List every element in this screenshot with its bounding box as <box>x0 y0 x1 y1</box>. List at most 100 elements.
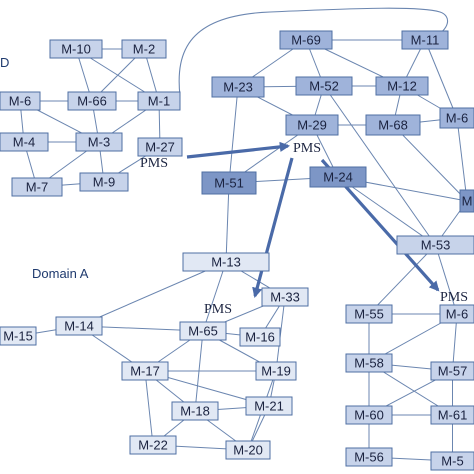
pms-label-left: PMS <box>140 156 168 171</box>
node-box <box>75 132 123 152</box>
node-label: M-27 <box>145 140 175 155</box>
node-box <box>121 39 167 59</box>
node-label: M-51 <box>214 176 244 191</box>
node-m-edge: M <box>459 189 474 213</box>
node-box <box>137 137 183 157</box>
edge-M-11-M-6x <box>424 39 458 119</box>
edge-M-53-M-55 <box>368 244 436 315</box>
node-label: M-12 <box>387 79 417 94</box>
node-m-14: M-14 <box>55 316 103 336</box>
edge-M-13-M-14 <box>78 261 227 327</box>
node-m-9: M-9 <box>79 172 129 192</box>
node-m-6b: M-6 <box>439 304 474 324</box>
node-box <box>0 91 41 111</box>
node-m-5x: M-5 <box>430 451 474 471</box>
node-label: M-15 <box>3 329 33 344</box>
node-m-33: M-33 <box>261 287 309 307</box>
node-label: M-6 <box>446 111 468 126</box>
node-box <box>79 172 129 192</box>
node-m-21: M-21 <box>245 396 293 416</box>
node-label: M-20 <box>233 443 263 458</box>
pms-label-center: PMS <box>293 141 321 156</box>
node-box <box>375 76 429 96</box>
node-box <box>55 316 103 336</box>
node-m-20: M-20 <box>225 440 271 460</box>
node-m-61: M-61 <box>430 405 474 425</box>
node-box <box>129 435 177 455</box>
node-box <box>345 304 393 324</box>
edge-M-13-M-65 <box>202 261 227 332</box>
node-m-6: M-6 <box>0 91 41 111</box>
node-m-66: M-66 <box>67 91 117 111</box>
node-box <box>182 252 270 272</box>
node-m-18: M-18 <box>171 401 219 421</box>
node-label: M <box>462 194 473 209</box>
node-box <box>245 396 293 416</box>
node-m-7: M-7 <box>11 177 63 197</box>
edge-M-6x-M-edge <box>456 117 468 202</box>
node-box <box>345 405 393 425</box>
node-box <box>11 177 63 197</box>
node-label: M-58 <box>354 356 384 371</box>
node-box <box>439 304 474 324</box>
edge-M-17-M-22 <box>144 370 154 446</box>
node-label: M-14 <box>64 319 94 334</box>
node-box <box>225 440 271 460</box>
node-m-57: M-57 <box>430 361 474 381</box>
node-m-60: M-60 <box>345 405 393 425</box>
node-box <box>285 114 339 136</box>
pms-label-right: PMS <box>440 290 468 305</box>
node-m-68: M-68 <box>365 114 421 136</box>
edge-M-23-M-51 <box>228 86 239 184</box>
node-box <box>137 91 181 111</box>
node-m-11: M-11 <box>401 30 449 50</box>
node-m-2: M-2 <box>121 39 167 59</box>
node-label: M-24 <box>323 170 353 185</box>
edge-M-51-M-13 <box>225 182 230 263</box>
node-label: M-68 <box>378 118 408 133</box>
node-label: M-23 <box>223 80 253 95</box>
node-m-12: M-12 <box>375 76 429 96</box>
node-label: M-19 <box>261 364 291 379</box>
node-label: M-29 <box>297 118 327 133</box>
node-box <box>430 361 474 381</box>
edge-M-24-M-53 <box>337 176 436 246</box>
node-m-3: M-3 <box>75 132 123 152</box>
node-label: M-3 <box>88 135 110 150</box>
node-label: M-6 <box>446 307 468 322</box>
node-label: M-10 <box>61 42 91 57</box>
node-label: M-4 <box>13 135 35 150</box>
node-box <box>365 114 421 136</box>
node-m-55: M-55 <box>345 304 393 324</box>
node-m-58: M-58 <box>345 353 393 373</box>
node-box <box>396 235 474 255</box>
node-box <box>401 30 449 50</box>
node-m-23: M-23 <box>211 76 265 98</box>
node-m-1: M-1 <box>137 91 181 111</box>
node-box <box>211 76 265 98</box>
node-box <box>345 353 393 373</box>
node-label: M-52 <box>309 79 339 94</box>
domain-d-label: D <box>0 55 9 70</box>
pms-label-domain-a: PMS <box>204 302 232 317</box>
node-box <box>239 327 281 347</box>
node-m-16: M-16 <box>239 327 281 347</box>
edge-M-53-M-6b <box>435 244 458 315</box>
node-label: M-66 <box>77 94 107 109</box>
node-m-53: M-53 <box>396 235 474 255</box>
node-box <box>439 107 474 129</box>
node-box <box>279 30 333 50</box>
node-label: M-69 <box>291 33 321 48</box>
node-label: M-1 <box>148 94 170 109</box>
long-connector-curve <box>178 7 449 97</box>
node-label: M-60 <box>354 408 384 423</box>
node-box <box>0 132 49 152</box>
node-label: M-11 <box>411 33 440 48</box>
node-m-17: M-17 <box>121 361 169 381</box>
node-box <box>261 287 309 307</box>
node-box <box>179 321 227 341</box>
node-m-6x: M-6 <box>439 107 474 129</box>
